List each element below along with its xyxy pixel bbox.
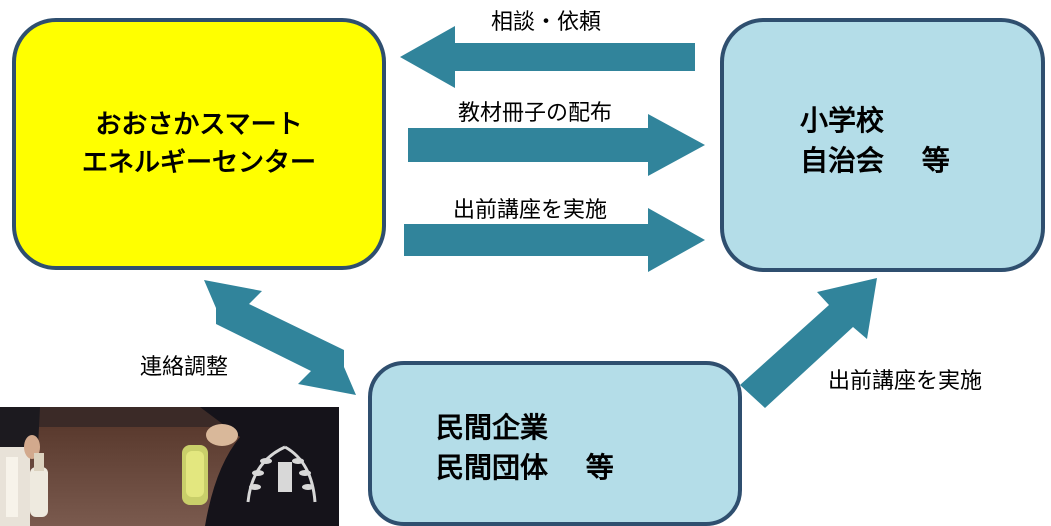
edge-label-liaison: 連絡調整	[140, 355, 229, 380]
lecture-photo	[0, 407, 339, 526]
arrow-lecture-private	[740, 278, 877, 408]
lecture-photo-image	[0, 407, 339, 526]
node-private-line2: 民間団体 等	[436, 450, 614, 484]
node-energy-center-line1: おおさかスマート	[95, 110, 303, 140]
arrow-liaison	[204, 280, 356, 395]
node-school: 小学校 自治会 等	[720, 18, 1045, 272]
node-private: 民間企業 民間団体 等	[368, 361, 742, 526]
edge-label-consult: 相談・依頼	[491, 10, 602, 35]
node-energy-center-line2: エネルギーセンター	[81, 148, 316, 178]
arrow-booklet	[408, 114, 705, 176]
edge-label-booklet: 教材冊子の配布	[458, 101, 613, 126]
arrow-lecture-center	[404, 208, 705, 272]
node-energy-center: おおさかスマート エネルギーセンター	[12, 18, 386, 270]
node-private-line1: 民間企業	[436, 410, 549, 444]
edge-label-lecture-private: 出前講座を実施	[828, 369, 983, 394]
node-school-line1: 小学校	[800, 104, 885, 137]
edge-label-lecture-center: 出前講座を実施	[453, 198, 608, 223]
node-school-line2: 自治会 等	[800, 144, 950, 177]
arrow-consult	[400, 26, 695, 88]
